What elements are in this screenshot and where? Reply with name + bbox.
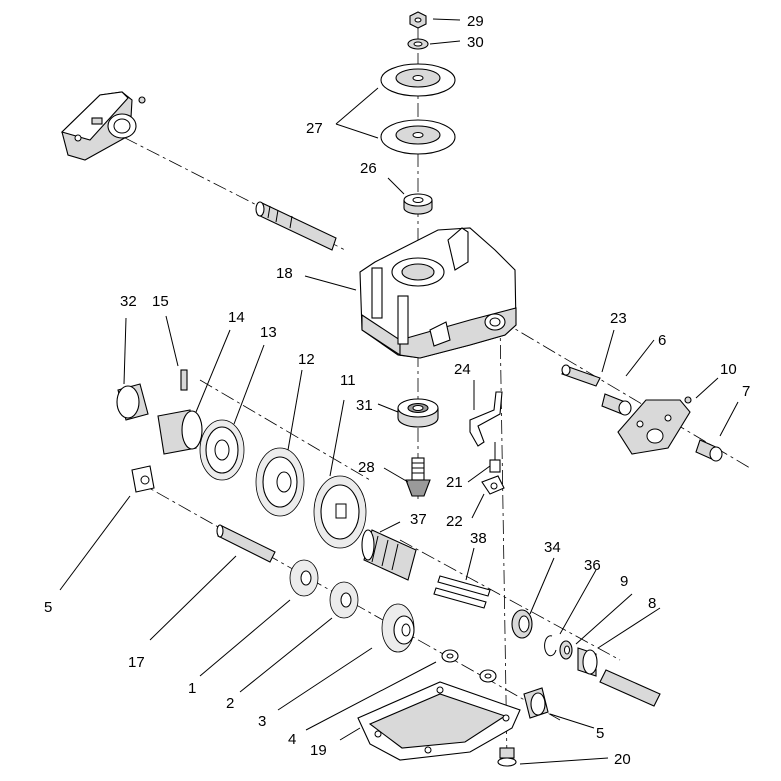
bushing-26 bbox=[403, 193, 433, 215]
label-10: 10 bbox=[720, 361, 737, 378]
label-9: 9 bbox=[620, 573, 628, 590]
label-1: 1 bbox=[188, 680, 196, 697]
washer-30 bbox=[407, 38, 429, 50]
label-20: 20 bbox=[614, 751, 631, 768]
bottom-cover-19 bbox=[357, 681, 521, 761]
retaining-ring-36 bbox=[544, 635, 557, 657]
label-31: 31 bbox=[356, 397, 373, 414]
label-8: 8 bbox=[648, 595, 656, 612]
drain-plug-20 bbox=[497, 747, 517, 767]
dust-cup-27-lower bbox=[380, 119, 456, 155]
label-4: 4 bbox=[288, 731, 296, 748]
upper-left-cover-plate bbox=[60, 91, 146, 161]
bearing-31 bbox=[397, 398, 439, 428]
gear-11 bbox=[313, 475, 367, 549]
label-32: 32 bbox=[120, 293, 137, 310]
part-labels: 29 30 27 26 18 32 15 14 13 12 11 31 28 2… bbox=[44, 13, 750, 768]
label-38: 38 bbox=[470, 530, 487, 547]
pin-15 bbox=[180, 369, 188, 391]
collar-14 bbox=[157, 409, 203, 455]
label-18: 18 bbox=[276, 265, 293, 282]
label-19: 19 bbox=[310, 742, 327, 759]
bushing-32 bbox=[116, 383, 149, 421]
label-5-left: 5 bbox=[44, 599, 52, 616]
bracket-5-left bbox=[131, 465, 155, 493]
pin-21 bbox=[489, 442, 501, 473]
gear-2 bbox=[329, 581, 359, 619]
gear-1 bbox=[289, 559, 319, 597]
spacer-23 bbox=[561, 364, 601, 387]
label-2: 2 bbox=[226, 695, 234, 712]
washer-4b bbox=[479, 669, 497, 683]
right-cover-plate bbox=[617, 396, 692, 455]
output-shaft bbox=[599, 669, 661, 707]
label-29: 29 bbox=[467, 13, 484, 30]
label-3: 3 bbox=[258, 713, 266, 730]
shaft-17 bbox=[216, 524, 276, 563]
bushing-7 bbox=[695, 439, 723, 462]
nut-29 bbox=[409, 11, 427, 29]
housing-18 bbox=[359, 227, 517, 359]
bushing-8 bbox=[577, 647, 598, 677]
washer-4a bbox=[441, 649, 459, 663]
gear-12 bbox=[255, 447, 305, 517]
label-28: 28 bbox=[358, 459, 375, 476]
label-26: 26 bbox=[360, 160, 377, 177]
label-27: 27 bbox=[306, 120, 323, 137]
label-21: 21 bbox=[446, 474, 463, 491]
leader-lines bbox=[59, 18, 739, 765]
splined-shaft-37 bbox=[361, 529, 417, 581]
shift-fork-24 bbox=[469, 391, 503, 447]
bushing-6 bbox=[601, 393, 632, 416]
shift-keys-38 bbox=[433, 575, 491, 609]
label-5-right: 5 bbox=[596, 725, 604, 742]
label-22: 22 bbox=[446, 513, 463, 530]
bevel-pinion-28 bbox=[405, 457, 431, 497]
dust-cup-27-upper bbox=[380, 63, 456, 97]
label-17: 17 bbox=[128, 654, 145, 671]
label-30: 30 bbox=[467, 34, 484, 51]
label-6: 6 bbox=[658, 332, 666, 349]
upper-shaft bbox=[255, 201, 337, 251]
label-12: 12 bbox=[298, 351, 315, 368]
label-13: 13 bbox=[260, 324, 277, 341]
seal-34 bbox=[511, 609, 533, 639]
clip-22 bbox=[481, 475, 505, 495]
washer-9 bbox=[559, 640, 573, 660]
label-37: 37 bbox=[410, 511, 427, 528]
label-24: 24 bbox=[454, 361, 471, 378]
bracket-5-right bbox=[523, 687, 549, 719]
label-11: 11 bbox=[340, 372, 356, 389]
bevel-gear-3 bbox=[381, 603, 415, 653]
gear-13 bbox=[199, 419, 245, 481]
label-34: 34 bbox=[544, 539, 561, 556]
label-14: 14 bbox=[228, 309, 245, 326]
label-15: 15 bbox=[152, 293, 169, 310]
label-7: 7 bbox=[742, 383, 750, 400]
label-36: 36 bbox=[584, 557, 601, 574]
label-23: 23 bbox=[610, 310, 627, 327]
